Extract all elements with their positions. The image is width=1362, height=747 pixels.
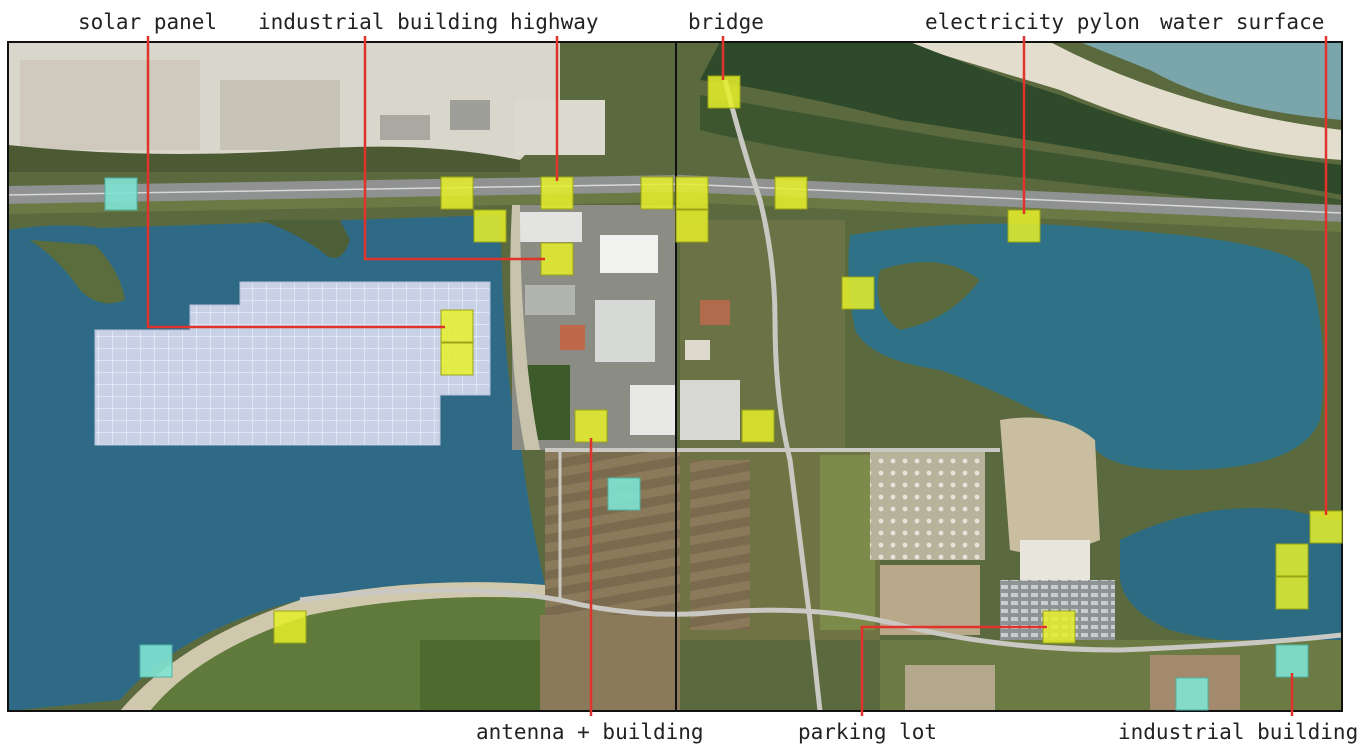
cyan-patch xyxy=(607,477,641,511)
label-antenna-building: antenna + building xyxy=(476,720,704,744)
yellow-patch xyxy=(841,276,875,310)
yellow-patch xyxy=(440,342,474,376)
yellow-patch xyxy=(440,176,474,210)
yellow-patch xyxy=(273,610,307,644)
leader-parking-lot xyxy=(860,625,1047,716)
label-highway: highway xyxy=(510,10,599,34)
cyan-patch xyxy=(1275,644,1309,678)
label-industrial-building-bottom: industrial building xyxy=(1118,720,1359,744)
yellow-patch xyxy=(640,176,674,210)
yellow-patch xyxy=(1309,510,1343,544)
label-industrial-building-top: industrial building xyxy=(258,10,499,34)
yellow-patch xyxy=(540,176,574,210)
label-electricity-pylon: electricity pylon xyxy=(925,10,1140,34)
yellow-patch xyxy=(1042,610,1076,644)
label-parking-lot: parking lot xyxy=(798,720,938,744)
yellow-patch xyxy=(540,242,574,276)
yellow-patch xyxy=(741,409,775,443)
leader-solar-panel xyxy=(146,36,445,329)
cyan-patch xyxy=(139,644,173,678)
yellow-patch xyxy=(774,176,808,210)
label-bridge: bridge xyxy=(688,10,764,34)
yellow-patch xyxy=(574,409,608,443)
yellow-patch xyxy=(1275,576,1309,610)
yellow-patch xyxy=(440,309,474,343)
yellow-patch xyxy=(675,209,709,243)
yellow-patch xyxy=(707,75,741,109)
leader-industrial-building xyxy=(363,36,545,261)
yellow-patch xyxy=(1007,209,1041,243)
cyan-patch xyxy=(104,177,138,211)
label-solar-panel: solar panel xyxy=(78,10,218,34)
yellow-patch xyxy=(473,209,507,243)
yellow-patch xyxy=(675,176,709,210)
yellow-patch xyxy=(1275,543,1309,577)
cyan-patch xyxy=(1175,677,1209,711)
label-water-surface: water surface xyxy=(1160,10,1325,34)
